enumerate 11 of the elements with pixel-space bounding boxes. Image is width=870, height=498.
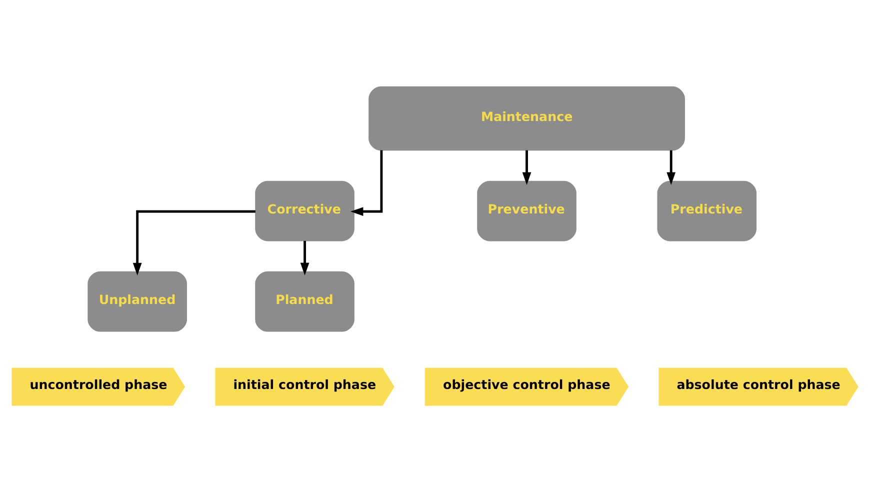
arrow: [350, 150, 383, 216]
node-box: Predictive: [657, 180, 757, 242]
node-box: Maintenance: [368, 86, 685, 151]
arrow: [522, 150, 532, 185]
node-box: Corrective: [255, 180, 354, 242]
node-box: Planned: [255, 271, 354, 332]
arrow: [300, 240, 310, 276]
arrow: [666, 150, 676, 185]
node-box: Preventive: [477, 180, 576, 242]
node-box: Unplanned: [88, 271, 187, 332]
arrow: [132, 210, 256, 276]
